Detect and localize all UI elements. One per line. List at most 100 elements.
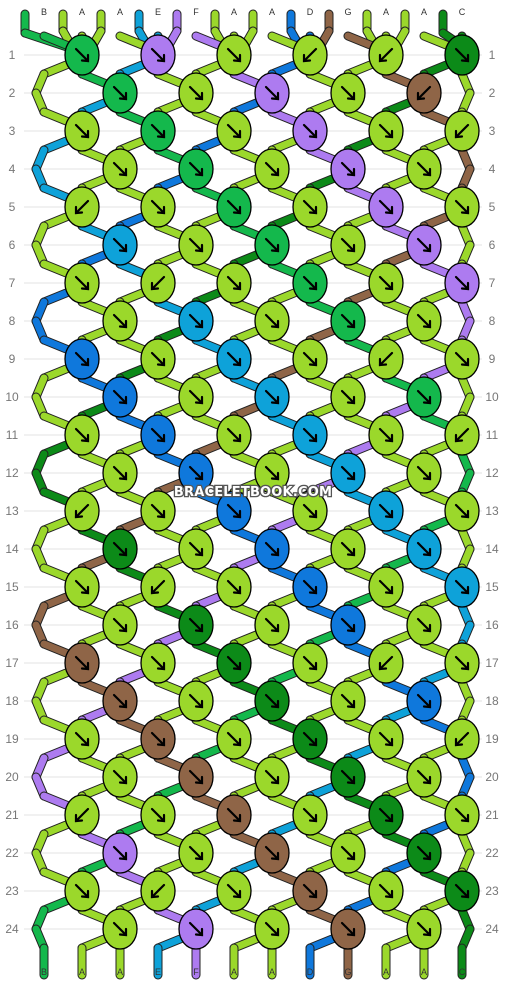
row-number-right: 18 (485, 694, 499, 708)
knot (140, 110, 176, 152)
arrow-head-icon (422, 927, 432, 937)
arrow-head-icon (422, 699, 432, 709)
knot (140, 490, 176, 532)
arrow-down-right-icon (416, 389, 432, 405)
arrow-down-right-icon (264, 313, 280, 329)
arrow-down-right-icon (340, 389, 356, 405)
arrow-head-icon (422, 471, 432, 481)
row-number-right: 14 (485, 542, 499, 556)
arrow-down-right-icon (264, 845, 280, 861)
knot (292, 490, 328, 532)
arrow-down-right-icon (340, 313, 356, 329)
arrow-down-right-icon (188, 161, 204, 177)
arrow-head-icon (118, 927, 128, 937)
arrow-head-icon (232, 661, 242, 671)
arrow-down-right-icon (226, 731, 242, 747)
knot (178, 72, 214, 114)
row-number-right: 6 (489, 238, 496, 252)
arrow-down-right-icon (264, 541, 280, 557)
knot (444, 870, 480, 912)
row-number-right: 17 (485, 656, 499, 670)
arrow-down-right-icon (340, 237, 356, 253)
knot (64, 490, 100, 532)
knot (102, 604, 138, 646)
row-number-right: 16 (485, 618, 499, 632)
row-number-right: 10 (485, 390, 499, 404)
arrow-head-icon (74, 205, 84, 215)
arrow-head-icon (194, 699, 204, 709)
row-number-left: 6 (9, 238, 16, 252)
arrow-head-icon (346, 395, 356, 405)
arrow-head-icon (270, 91, 280, 101)
arrow-head-icon (232, 281, 242, 291)
knot (178, 148, 214, 190)
arrow-down-right-icon (302, 807, 318, 823)
knot (64, 718, 100, 760)
row-number-right: 1 (489, 48, 496, 62)
knot (444, 414, 480, 456)
arrow-head-icon (232, 357, 242, 367)
start-string-label: A (421, 7, 427, 17)
knot (140, 414, 176, 456)
arrow-down-right-icon (340, 617, 356, 633)
arrow-down-right-icon (74, 47, 90, 63)
arrow-down-right-icon (302, 123, 318, 139)
knot (178, 680, 214, 722)
arrow-head-icon (308, 129, 318, 139)
start-string-label: A (79, 7, 85, 17)
arrow-head-icon (308, 281, 318, 291)
knot (330, 528, 366, 570)
row-number-left: 12 (5, 466, 19, 480)
knot (330, 908, 366, 950)
row-number-right: 20 (485, 770, 499, 784)
arrow-down-right-icon (302, 503, 318, 519)
arrow-head-icon (232, 737, 242, 747)
knot (216, 642, 252, 684)
knot (140, 34, 176, 76)
end-string-label: A (79, 967, 85, 977)
knot (64, 642, 100, 684)
knot (444, 566, 480, 608)
arrow-down-right-icon (150, 351, 166, 367)
knot (64, 262, 100, 304)
knot (330, 376, 366, 418)
arrow-down-right-icon (416, 693, 432, 709)
end-string-label: A (383, 967, 389, 977)
row-number-left: 19 (5, 732, 19, 746)
arrow-head-icon (118, 623, 128, 633)
arrow-head-icon (422, 851, 432, 861)
arrow-down-right-icon (340, 161, 356, 177)
knot (178, 452, 214, 494)
arrow-down-right-icon (112, 693, 128, 709)
arrow-down-right-icon (112, 313, 128, 329)
knot (406, 452, 442, 494)
arrow-head-icon (194, 775, 204, 785)
arrow-down-right-icon (378, 807, 394, 823)
arrow-down-right-icon (416, 161, 432, 177)
arrow-down-right-icon (74, 883, 90, 899)
arrow-head-icon (80, 357, 90, 367)
arrow-head-icon (80, 433, 90, 443)
row-number-left: 17 (5, 656, 19, 670)
row-number-left: 24 (5, 922, 19, 936)
arrow-down-right-icon (112, 389, 128, 405)
arrow-down-right-icon (264, 921, 280, 937)
knot (406, 72, 442, 114)
arrow-head-icon (460, 661, 470, 671)
end-string-label: A (117, 967, 123, 977)
knot (444, 642, 480, 684)
arrow-down-right-icon (378, 427, 394, 443)
arrow-down-right-icon (112, 161, 128, 177)
knot (102, 148, 138, 190)
row-number-right: 11 (486, 428, 499, 442)
arrow-head-icon (460, 205, 470, 215)
arrow-down-right-icon (74, 655, 90, 671)
arrow-head-icon (80, 281, 90, 291)
arrow-down-right-icon (226, 579, 242, 595)
knot (216, 186, 252, 228)
arrow-head-icon (156, 737, 166, 747)
arrow-down-right-icon (264, 389, 280, 405)
arrow-down-right-icon (264, 237, 280, 253)
knot (102, 756, 138, 798)
